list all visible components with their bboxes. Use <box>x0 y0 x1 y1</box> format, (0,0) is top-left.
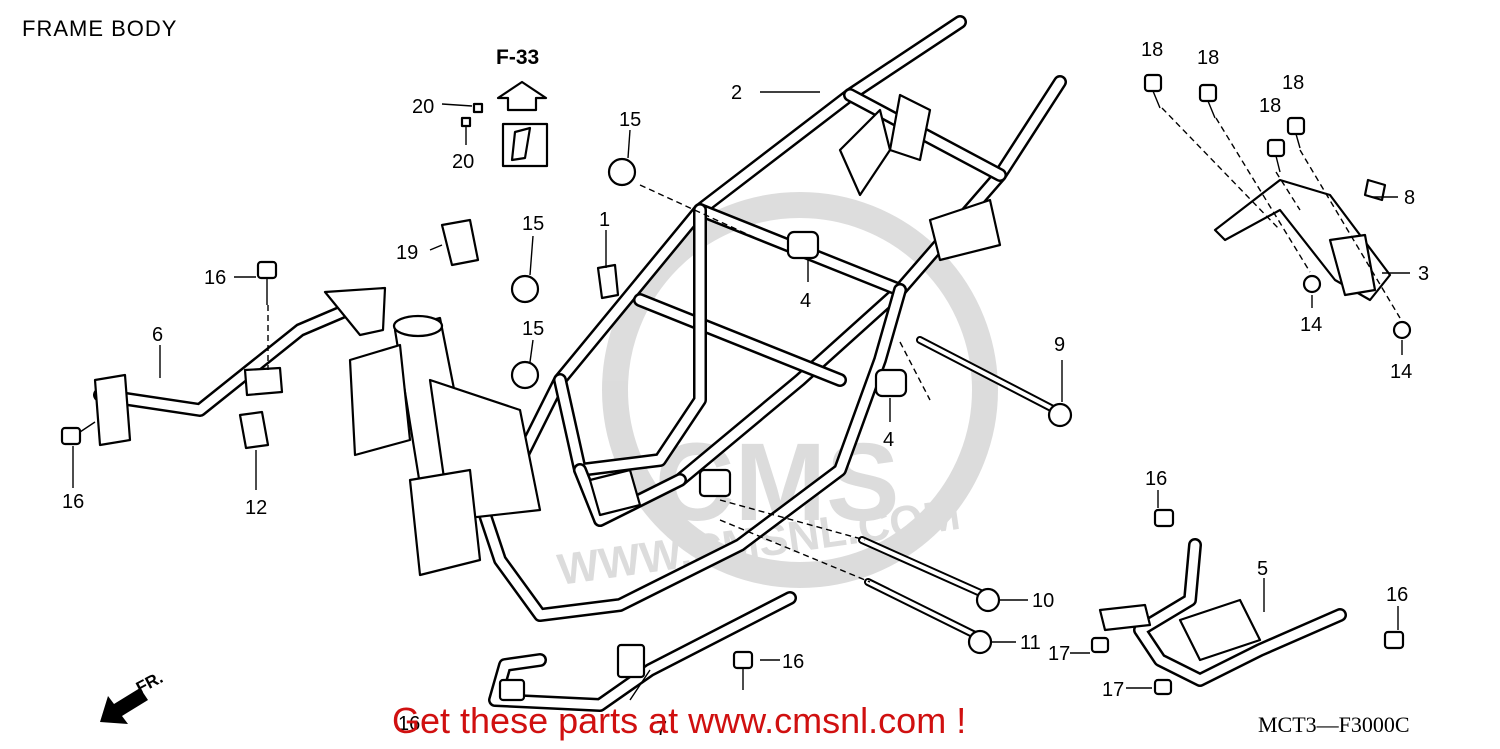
callout-19: 19 <box>396 242 418 264</box>
f33-label: F-33 <box>496 46 539 69</box>
callout-14b: 14 <box>1390 361 1412 383</box>
callout-16b: 16 <box>62 491 84 513</box>
callout-7: 7 <box>656 718 667 740</box>
promo-link[interactable]: Get these parts at www.cmsnl.com ! <box>392 700 967 741</box>
callout-15b: 15 <box>522 213 544 235</box>
callout-15c: 15 <box>522 318 544 340</box>
callout-6: 6 <box>152 324 163 346</box>
part-15-nut-a <box>607 157 637 187</box>
small-bolts <box>60 73 1412 696</box>
callout-3: 3 <box>1418 263 1429 285</box>
callout-20b: 20 <box>452 151 474 173</box>
callout-14a: 14 <box>1300 314 1322 336</box>
part-7-stay <box>488 591 797 712</box>
part-4-collar-b <box>874 368 908 398</box>
callout-18c: 18 <box>1282 72 1304 94</box>
callout-16e: 16 <box>1386 584 1408 606</box>
leader-lines <box>72 91 1410 701</box>
callout-16c: 16 <box>782 651 804 673</box>
callout-16f: 16 <box>398 713 420 735</box>
head-pipe <box>348 314 542 577</box>
callout-18d: 18 <box>1259 95 1281 117</box>
callout-18a: 18 <box>1141 39 1163 61</box>
part-9-bolt <box>916 336 1073 428</box>
callouts: 1 2 3 4 4 5 6 7 8 9 10 11 12 14 14 15 15… <box>62 39 1429 740</box>
part-6-bracket <box>93 286 387 447</box>
callout-4b: 4 <box>883 429 894 451</box>
part-12-clamp <box>238 410 270 450</box>
diagram-code: MCT3—F3000C <box>1258 712 1410 737</box>
callout-18b: 18 <box>1197 47 1219 69</box>
diagram-title: FRAME BODY <box>22 16 178 41</box>
front-direction-arrow: FR. <box>100 668 166 724</box>
callout-4a: 4 <box>800 290 811 312</box>
part-15-nut-b <box>510 274 540 304</box>
callout-8: 8 <box>1404 187 1415 209</box>
callout-5: 5 <box>1257 558 1268 580</box>
callout-17a: 17 <box>1048 643 1070 665</box>
part-15-nut-c <box>510 360 540 390</box>
callout-20a: 20 <box>412 96 434 118</box>
callout-15a: 15 <box>619 109 641 131</box>
part-10-bolt <box>858 536 1001 613</box>
main-frame <box>463 15 1067 622</box>
part-3-bracket <box>1213 178 1392 302</box>
callout-9: 9 <box>1054 334 1065 356</box>
part-5-stay <box>1098 538 1347 687</box>
part-11-bolt <box>864 578 993 655</box>
callout-2: 2 <box>731 82 742 104</box>
callout-10: 10 <box>1032 590 1054 612</box>
part-8-cap <box>1363 178 1387 202</box>
callout-16a: 16 <box>204 267 226 289</box>
callout-1: 1 <box>599 209 610 231</box>
part-1-clip <box>596 263 620 300</box>
part-19-clamp <box>440 218 480 267</box>
part-4-collar-a <box>786 230 820 260</box>
callout-12: 12 <box>245 497 267 519</box>
callout-11: 11 <box>1020 632 1041 654</box>
f33-reference: F-33 <box>496 46 549 168</box>
callout-16d: 16 <box>1145 468 1167 490</box>
callout-17b: 17 <box>1102 679 1124 701</box>
